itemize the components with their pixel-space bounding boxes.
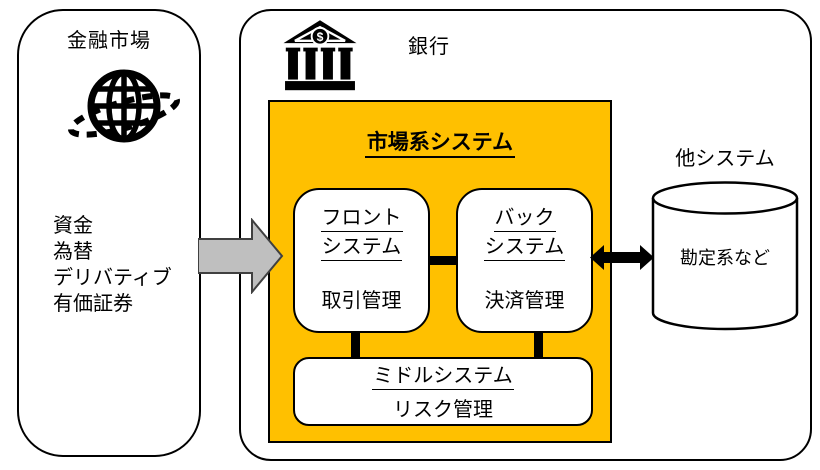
front-system-name: フロント システム: [320, 204, 403, 262]
connector-front-back: [429, 256, 457, 265]
flow-arrow-icon: [197, 217, 284, 295]
market-item: 為替: [53, 241, 93, 263]
back-system-box: バック システム 決済管理: [456, 188, 593, 333]
market-item-list: 資金 為替 デリバティブ 有価証券: [53, 213, 172, 317]
svg-text:$: $: [317, 30, 324, 44]
back-system-name: バック システム: [483, 204, 566, 262]
front-system-role: 取引管理: [321, 290, 402, 312]
front-system-box: フロント システム 取引管理: [293, 188, 430, 333]
globe-icon: [65, 59, 183, 163]
bank-title: 銀行: [408, 36, 450, 58]
connector-front-middle: [351, 330, 360, 359]
connector-back-middle: [534, 330, 543, 359]
back-system-role: 決済管理: [484, 290, 565, 312]
middle-system-role: リスク管理: [393, 398, 493, 421]
bank-icon: $: [282, 20, 358, 92]
database-icon: [650, 180, 800, 332]
double-arrow-icon: [589, 241, 655, 274]
financial-market-title: 金融市場: [67, 30, 151, 52]
market-item: 有価証券: [53, 293, 133, 315]
financial-market-panel: 金融市場 資金 為替 デリバティブ 有価証券: [17, 9, 201, 457]
middle-system-box: ミドルシステム リスク管理: [293, 357, 593, 426]
market-system-title: 市場系システム: [268, 126, 612, 158]
market-item: 資金: [53, 215, 93, 237]
market-item: デリバティブ: [53, 267, 172, 289]
middle-system-name: ミドルシステム: [372, 362, 514, 391]
database-label: 勘定系など: [680, 248, 770, 268]
other-system-title: 他システム: [675, 148, 775, 170]
